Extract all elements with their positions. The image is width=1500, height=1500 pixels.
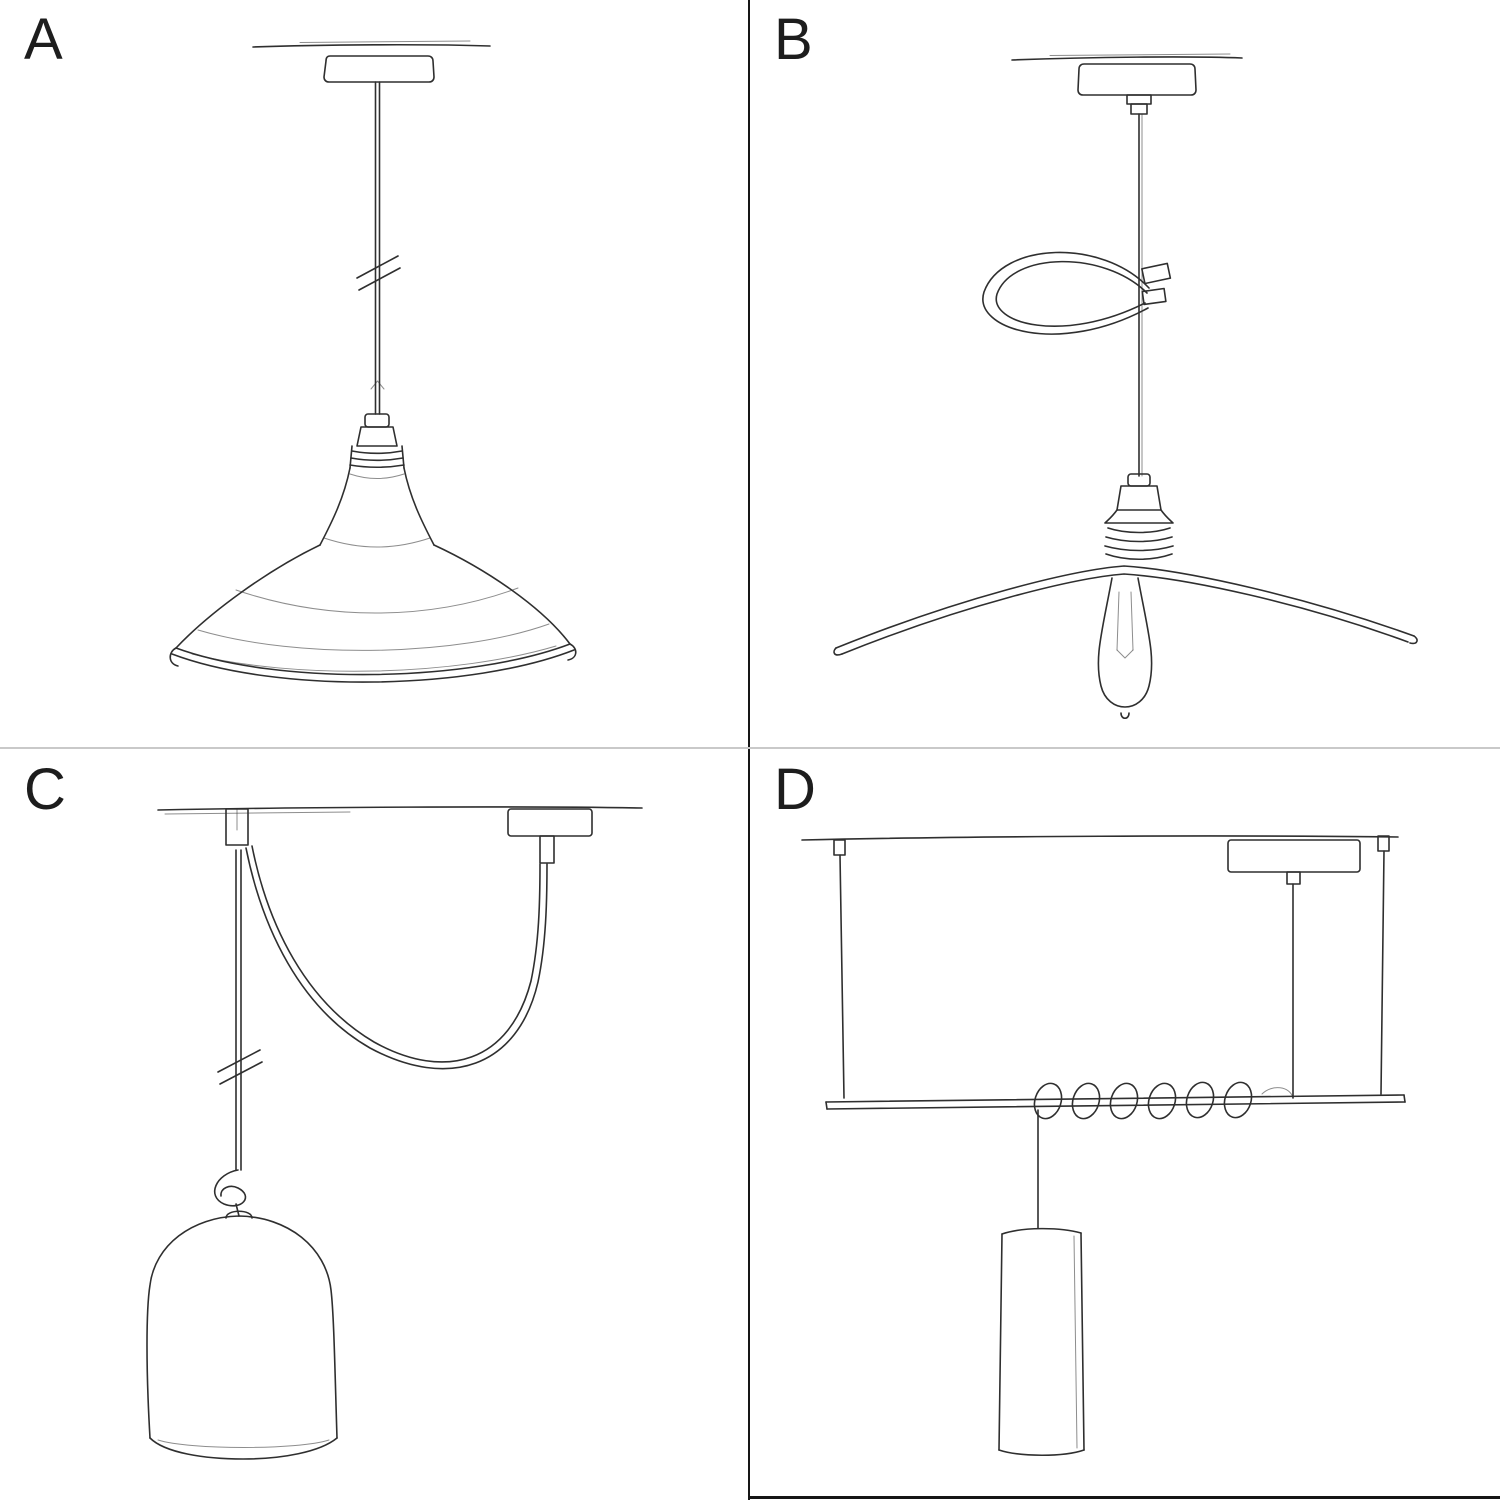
pendant-cable xyxy=(356,81,401,415)
panel-c-swag-pendant: C xyxy=(0,750,750,1500)
sketch-swag-pendant-bell-shade xyxy=(146,806,643,1460)
suspension-wires xyxy=(833,835,1390,1099)
swag-hook xyxy=(225,808,249,846)
ceiling-line xyxy=(157,806,643,815)
sketch-pendant-bistro-shade xyxy=(169,40,577,683)
sketch-pendant-plate-shade-bulb xyxy=(833,53,1418,720)
ceiling-line xyxy=(801,835,1399,841)
vertical-divider xyxy=(748,0,750,1500)
horizontal-divider xyxy=(0,747,1500,749)
drop-cable xyxy=(217,849,263,1171)
panel-b-pendant-plate-shade: B xyxy=(750,0,1500,750)
coiled-cable xyxy=(1033,1081,1294,1120)
pendant-cable xyxy=(1138,113,1143,477)
ceiling-line xyxy=(252,40,491,48)
bottom-edge-line xyxy=(750,1496,1500,1499)
ceiling-rose xyxy=(1077,63,1197,115)
sketch-bar-pendant-cylinder-shade xyxy=(801,835,1406,1457)
ceiling-rose xyxy=(1227,839,1361,885)
panel-d-bar-pendant: D xyxy=(750,750,1500,1500)
panel-label-a: A xyxy=(24,7,64,72)
metal-lamp-holder xyxy=(319,413,435,548)
bell-shade xyxy=(146,1210,338,1460)
light-bulb xyxy=(1097,577,1153,720)
horizontal-bar xyxy=(825,1094,1406,1110)
lamp-holder xyxy=(1104,473,1174,560)
cylinder-shade xyxy=(998,1227,1085,1457)
panel-label-c: C xyxy=(24,757,67,822)
ceiling-line xyxy=(1011,53,1243,61)
ceiling-rose xyxy=(507,808,593,864)
swag-cable xyxy=(245,845,548,1070)
panel-a-pendant-straight: A xyxy=(0,0,750,750)
panel-label-d: D xyxy=(774,757,817,822)
cable-knot xyxy=(213,1169,247,1217)
ceiling-rose xyxy=(323,55,435,83)
panel-label-b: B xyxy=(774,7,814,72)
flat-plate-shade xyxy=(833,565,1418,656)
bistro-shade xyxy=(169,544,577,683)
decorative-cable-clip-loop xyxy=(982,251,1172,335)
